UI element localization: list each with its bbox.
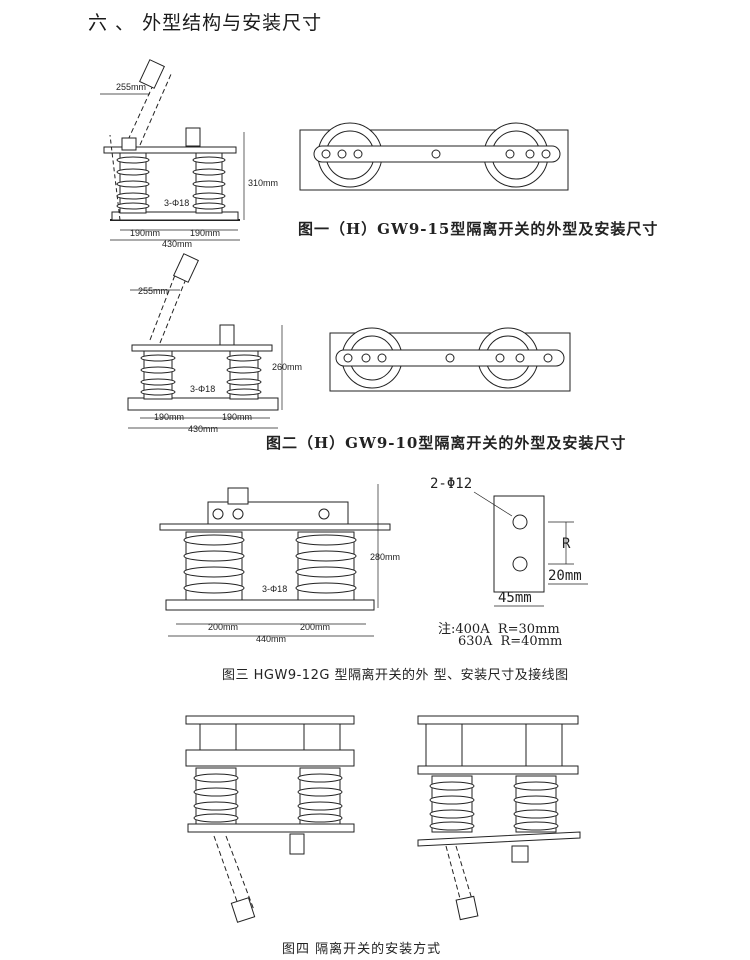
figure3-note-line2: 630A R=40mm (458, 634, 563, 649)
figure2-top-view (329, 327, 571, 392)
figure1-side-view (100, 59, 245, 241)
fig2-height-dim: 260mm (272, 362, 302, 372)
fig1-span-left: 190mm (130, 228, 160, 238)
fig3-total: 440mm (256, 634, 286, 644)
fig1-arm-dim: 255mm (116, 82, 146, 92)
fig1-total: 430mm (162, 239, 192, 249)
figure4-right-view (417, 715, 581, 921)
figure1-caption: 图一（H）GW9-15型隔离开关的外型及安装尺寸 (298, 220, 659, 238)
fig2-hole-dim: 3-Φ18 (190, 384, 215, 394)
fig1-span-right: 190mm (190, 228, 220, 238)
fig3-span-left: 200mm (208, 622, 238, 632)
fig2-span-left: 190mm (154, 412, 184, 422)
figure4-caption: 图四 隔离开关的安装方式 (282, 942, 442, 957)
figure1-top-view (299, 122, 569, 191)
fig1-height-dim: 310mm (248, 178, 278, 188)
figure2-side-view (127, 253, 283, 429)
fig2-span-right: 190mm (222, 412, 252, 422)
figure2-caption: 图二（H）GW9-10型隔离开关的外型及安装尺寸 (266, 434, 627, 452)
fig3-height-dim: 280mm (370, 552, 400, 562)
fig3-hole-dim: 3-Φ18 (262, 584, 287, 594)
figure3-note-line1: 注:400A R=30mm (438, 622, 560, 637)
figure3-side-view (159, 484, 391, 637)
figure3-caption: 图三 HGW9-12G 型隔离开关的外 型、安装尺寸及接线图 (222, 668, 569, 683)
figure4-left-view (185, 715, 355, 923)
fig3-terminal-width: 45mm (498, 590, 532, 606)
fig3-terminal-holes: 2-Φ12 (430, 476, 472, 492)
fig3-terminal-radius: R (562, 536, 571, 552)
fig3-terminal-offset: 20mm (548, 568, 582, 584)
fig2-arm-dim: 255mm (138, 286, 168, 296)
insulator-ribs (116, 156, 559, 831)
fig2-total: 430mm (188, 424, 218, 434)
fig3-span-right: 200mm (300, 622, 330, 632)
fig1-hole-dim: 3-Φ18 (164, 198, 189, 208)
figure3-terminal-plate (473, 491, 588, 607)
section-heading: 六 、 外型结构与安装尺寸 (88, 12, 323, 34)
